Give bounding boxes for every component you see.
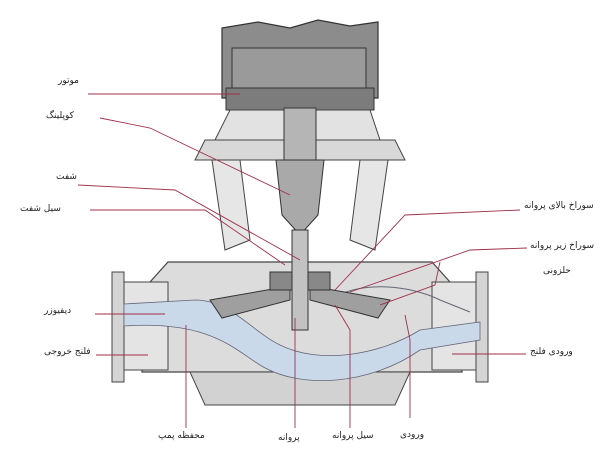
label-inlet: ورودی — [400, 430, 425, 440]
label-outlet-flange: فلنج خروجی — [44, 347, 91, 357]
leader-lines — [77, 93, 528, 428]
label-coupling: کوپلینگ — [46, 111, 74, 121]
leader-shaft — [77, 184, 301, 261]
leader-coupling — [99, 117, 291, 196]
label-impeller: پروانه — [278, 433, 300, 443]
leader-upper-hole — [334, 209, 521, 291]
label-diffuser: دیفیوزر — [44, 306, 72, 316]
leader-shaft-seal — [90, 209, 286, 266]
shaft-shape — [275, 107, 325, 331]
label-shaft-seal: سیل شفت — [20, 204, 61, 214]
label-motor: موتور — [58, 76, 79, 86]
leader-lower-hole — [349, 247, 528, 293]
label-inlet-flange: ورودی فلنج — [530, 347, 573, 357]
label-pump-casing: محفظه پمپ — [158, 431, 205, 441]
label-impeller-seal: سیل پروانه — [332, 431, 374, 441]
leader-impeller-seal — [334, 304, 351, 428]
label-upper-impeller-hole: سوراخ بالای پروانه — [524, 201, 594, 211]
leader-inlet — [404, 314, 411, 418]
label-shaft: شفت — [56, 172, 77, 182]
motor-shape — [221, 19, 379, 111]
motor-stool-shape — [194, 109, 406, 251]
label-lower-impeller-hole: سوراخ زیر پروانه — [530, 241, 595, 251]
impeller-shape — [209, 271, 391, 319]
label-volute: حلزونی — [543, 266, 571, 276]
leader-volute — [379, 261, 441, 306]
